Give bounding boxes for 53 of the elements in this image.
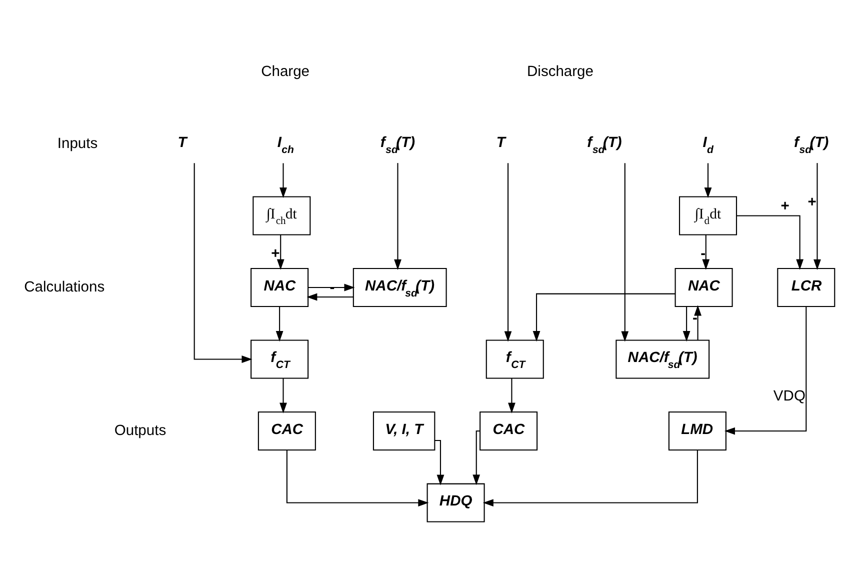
node-box: NAC/f$_{sd}$(T) [616, 339, 710, 378]
edge-label: + [271, 246, 280, 262]
node-box: LMD [668, 411, 726, 450]
arrow [702, 234, 710, 270]
node-box: ∫I$_{d}$dt [678, 196, 738, 235]
arrow [814, 162, 821, 270]
node-box: LCR [777, 267, 836, 307]
node-text: I$_{ch}$ [277, 134, 294, 156]
arrow [194, 162, 252, 362]
arrow [472, 430, 480, 485]
edge-label: + [780, 198, 790, 214]
node-box: f$_{CT}$ [486, 339, 544, 378]
node-text: f$_{sd}$(T) [587, 134, 622, 156]
arrow [286, 450, 429, 506]
node-box: V, I, T [372, 411, 436, 450]
edge-label: - [692, 310, 698, 326]
label: Calculations [24, 278, 105, 295]
edge-label: - [700, 246, 706, 262]
edge-label: + [808, 194, 816, 210]
arrow [504, 162, 512, 342]
arrow [306, 292, 354, 300]
arrow [482, 450, 698, 506]
arrow [621, 162, 629, 342]
arrow [694, 304, 702, 340]
arrow [682, 306, 690, 342]
label: Charge [261, 64, 310, 80]
arrow [280, 378, 287, 413]
node-box: HDQ [426, 482, 485, 522]
edge-label: VDQ [773, 388, 806, 404]
node-text: T [496, 134, 506, 150]
label: Outputs [114, 422, 166, 438]
label: Discharge [527, 64, 594, 80]
arrow [308, 283, 355, 291]
arrow [394, 162, 402, 270]
arrow [724, 306, 807, 434]
node-text: f$_{sd}$(T) [794, 134, 829, 156]
node-box: NAC [250, 267, 309, 307]
arrow [704, 162, 712, 198]
node-box: CAC [480, 411, 538, 450]
node-box: f$_{CT}$ [250, 339, 309, 378]
arrow [736, 214, 804, 270]
label: Inputs [57, 135, 98, 152]
node-box: NAC [674, 267, 733, 307]
arrow [280, 162, 287, 198]
arrow [276, 234, 284, 270]
arrow [532, 292, 676, 342]
arrow [508, 378, 516, 413]
node-text: T [178, 134, 187, 150]
node-text: I$_{d}$ [702, 134, 714, 156]
node-box: CAC [258, 411, 316, 450]
arrow [276, 306, 284, 342]
arrow [434, 440, 444, 485]
node-box: ∫I$_{ch}$dt [252, 196, 311, 235]
